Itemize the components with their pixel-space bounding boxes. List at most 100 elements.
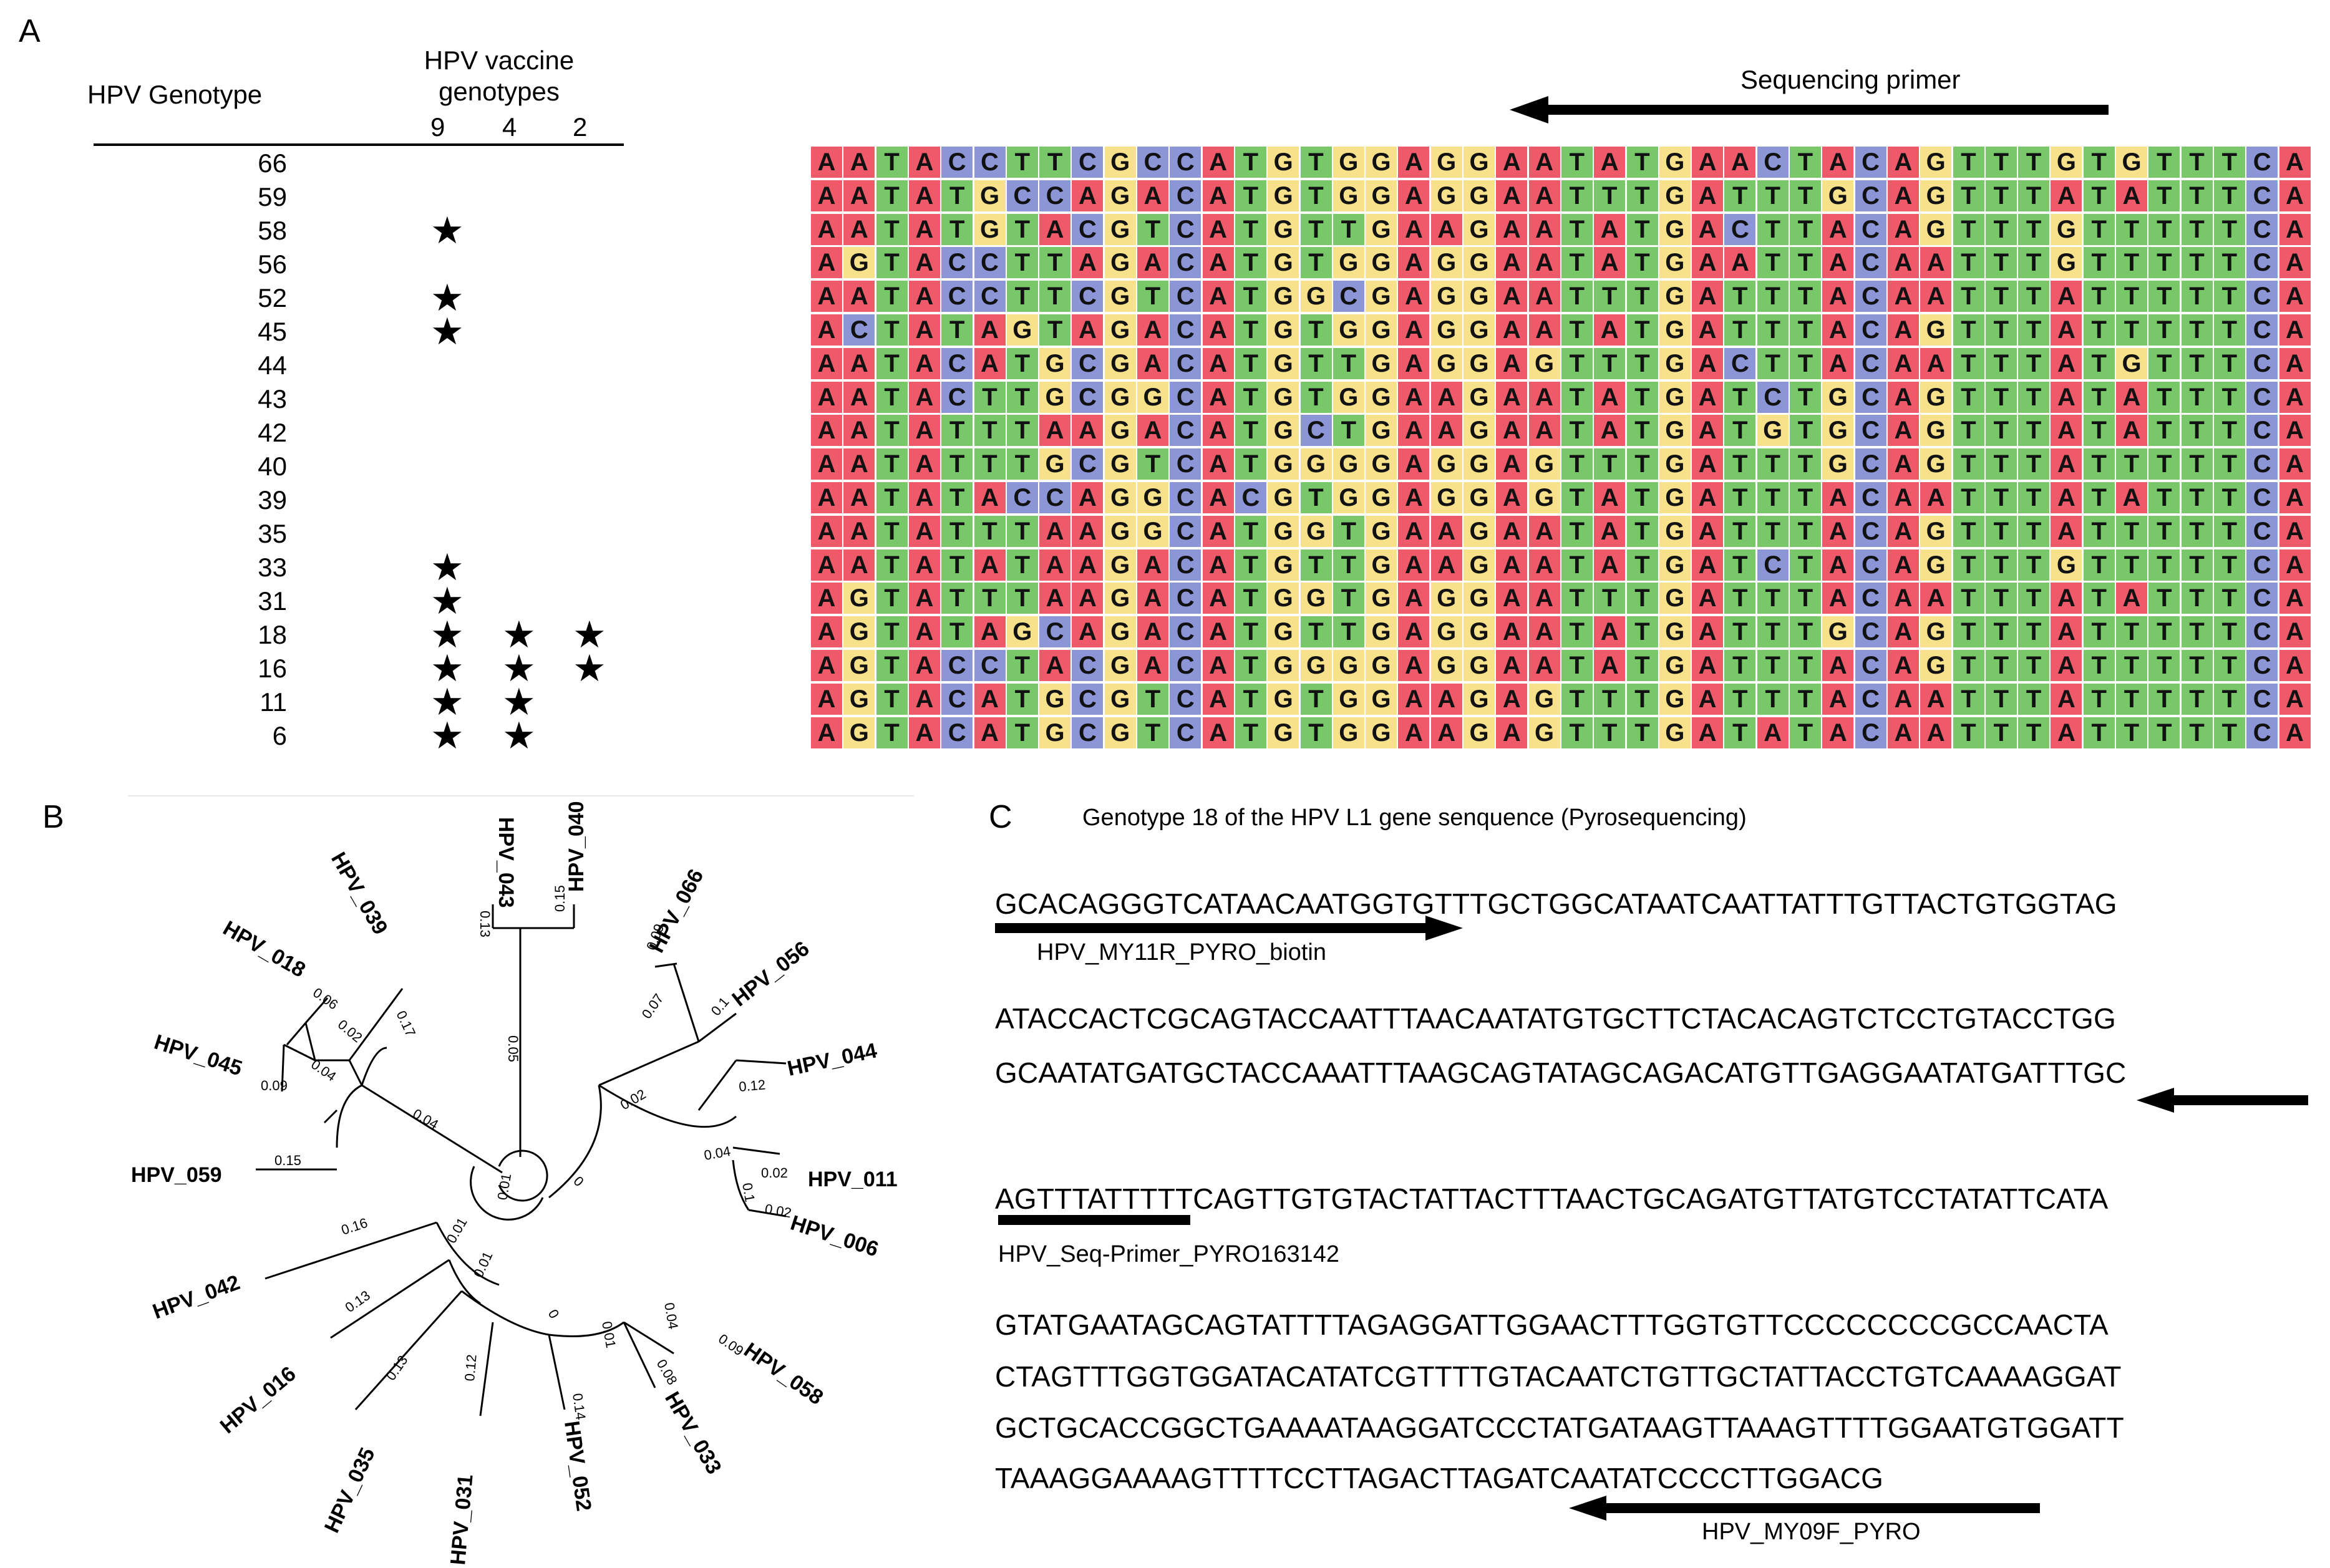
nucleotide-cell: A [2051, 381, 2082, 413]
nucleotide-cell: G [1104, 515, 1136, 547]
nucleotide-cell: T [2213, 650, 2245, 681]
nucleotide-cell: T [1300, 180, 1332, 211]
nucleotide-cell: A [974, 482, 1006, 513]
nucleotide-cell: A [1594, 549, 1626, 581]
nucleotide-cell: C [1170, 717, 1201, 748]
nucleotide-cell: G [1659, 549, 1691, 581]
nucleotide-cell: C [1855, 314, 1886, 346]
nucleotide-cell: A [1887, 616, 1919, 648]
nucleotide-cell: T [1790, 147, 1821, 178]
vaccine-star-icon: ★ [430, 681, 464, 723]
nucleotide-cell: A [1496, 717, 1528, 748]
nucleotide-cell: G [1039, 381, 1071, 413]
nucleotide-cell: T [2083, 314, 2115, 346]
nucleotide-cell: C [1072, 448, 1104, 480]
nucleotide-cell: A [1887, 381, 1919, 413]
nucleotide-cell: A [811, 381, 842, 413]
nucleotide-cell: G [1366, 281, 1397, 312]
nucleotide-cell: C [1724, 213, 1756, 245]
nucleotide-cell: T [2181, 213, 2213, 245]
nucleotide-cell: T [1724, 717, 1756, 748]
nucleotide-cell: G [1300, 515, 1332, 547]
nucleotide-cell: T [2181, 381, 2213, 413]
nucleotide-cell: T [1300, 482, 1332, 513]
nucleotide-cell: T [1790, 448, 1821, 480]
nucleotide-cell: T [2213, 683, 2245, 715]
vaccine-header-line2: genotypes [439, 77, 560, 106]
nucleotide-cell: A [1398, 683, 1430, 715]
nucleotide-cell: T [1626, 314, 1658, 346]
nucleotide-cell: T [2116, 247, 2147, 279]
nucleotide-cell: G [1039, 683, 1071, 715]
nucleotide-cell: T [1985, 314, 2017, 346]
panel-c-title: Genotype 18 of the HPV L1 gene senquence… [1082, 805, 1747, 831]
nucleotide-cell: T [1626, 347, 1658, 379]
nucleotide-cell: A [1887, 515, 1919, 547]
nucleotide-cell: A [1528, 381, 1560, 413]
nucleotide-cell: A [1430, 717, 1462, 748]
nucleotide-cell: T [1561, 448, 1593, 480]
primer-my09f-label: HPV_MY09F_PYRO [1702, 1519, 1921, 1545]
nucleotide-cell: A [1822, 515, 1854, 547]
branch-length-033: 0.08 [654, 1357, 681, 1388]
branch-length-016: 0.13 [342, 1287, 373, 1315]
nucleotide-cell: T [2018, 448, 2050, 480]
nucleotide-cell: T [1594, 347, 1626, 379]
nucleotide-cell: T [1724, 314, 1756, 346]
nucleotide-cell: A [1496, 147, 1528, 178]
leaf-hpv-044: HPV_044 [785, 1038, 879, 1080]
nucleotide-cell: G [1659, 247, 1691, 279]
nucleotide-cell: T [1757, 616, 1789, 648]
nucleotide-cell: A [811, 314, 842, 346]
nucleotide-cell: A [1692, 347, 1724, 379]
nucleotide-cell: T [2083, 549, 2115, 581]
nucleotide-cell: A [1920, 683, 1952, 715]
nucleotide-cell: G [843, 247, 875, 279]
nucleotide-cell: T [1561, 147, 1593, 178]
nucleotide-cell: T [2018, 549, 2050, 581]
nucleotide-cell: A [2116, 180, 2147, 211]
nucleotide-cell: A [1692, 415, 1724, 447]
genotype-label: 59 [258, 182, 287, 211]
leaf-hpv-059: HPV_059 [131, 1163, 222, 1187]
nucleotide-cell: T [2213, 415, 2245, 447]
nucleotide-cell: T [1953, 415, 1984, 447]
nucleotide-cell: T [1985, 549, 2017, 581]
nucleotide-cell: A [1202, 583, 1234, 614]
nucleotide-cell: A [1822, 281, 1854, 312]
nucleotide-cell: T [1006, 347, 1038, 379]
nucleotide-cell: A [908, 314, 940, 346]
nucleotide-cell: T [2148, 482, 2180, 513]
nucleotide-cell: A [1137, 347, 1168, 379]
nucleotide-cell: A [2051, 717, 2082, 748]
nucleotide-cell: C [1170, 180, 1201, 211]
nucleotide-cell: T [1953, 180, 1984, 211]
nucleotide-cell: T [1332, 583, 1364, 614]
nucleotide-cell: C [1006, 180, 1038, 211]
nucleotide-cell: T [2083, 180, 2115, 211]
nucleotide-cell: T [1953, 347, 1984, 379]
nucleotide-cell: A [811, 415, 842, 447]
nucleotide-cell: T [1561, 549, 1593, 581]
nucleotide-cell: T [2148, 247, 2180, 279]
nucleotide-cell: A [1072, 180, 1104, 211]
nucleotide-cell: T [2083, 683, 2115, 715]
nucleotide-cell: G [1104, 180, 1136, 211]
nucleotide-cell: G [1104, 213, 1136, 245]
nucleotide-cell: A [1822, 482, 1854, 513]
nucleotide-cell: A [1496, 247, 1528, 279]
branch-length-3358b: 0.01 [599, 1320, 619, 1350]
nucleotide-cell: A [1430, 213, 1462, 245]
nucleotide-cell: A [1887, 213, 1919, 245]
nucleotide-cell: A [2279, 213, 2311, 245]
nucleotide-cell: T [1626, 247, 1658, 279]
nucleotide-cell: C [1855, 515, 1886, 547]
nucleotide-cell: T [2181, 549, 2213, 581]
nucleotide-cell: C [941, 247, 973, 279]
nucleotide-cell: T [1985, 347, 2017, 379]
seq-line-5: GTATGAATAGCAGTATTTTAGAGGATTGGAACTTTGGTGT… [995, 1309, 2109, 1341]
nucleotide-cell: A [2279, 347, 2311, 379]
nucleotide-cell: C [1855, 583, 1886, 614]
nucleotide-cell: A [1039, 213, 1071, 245]
nucleotide-cell: A [1430, 549, 1462, 581]
